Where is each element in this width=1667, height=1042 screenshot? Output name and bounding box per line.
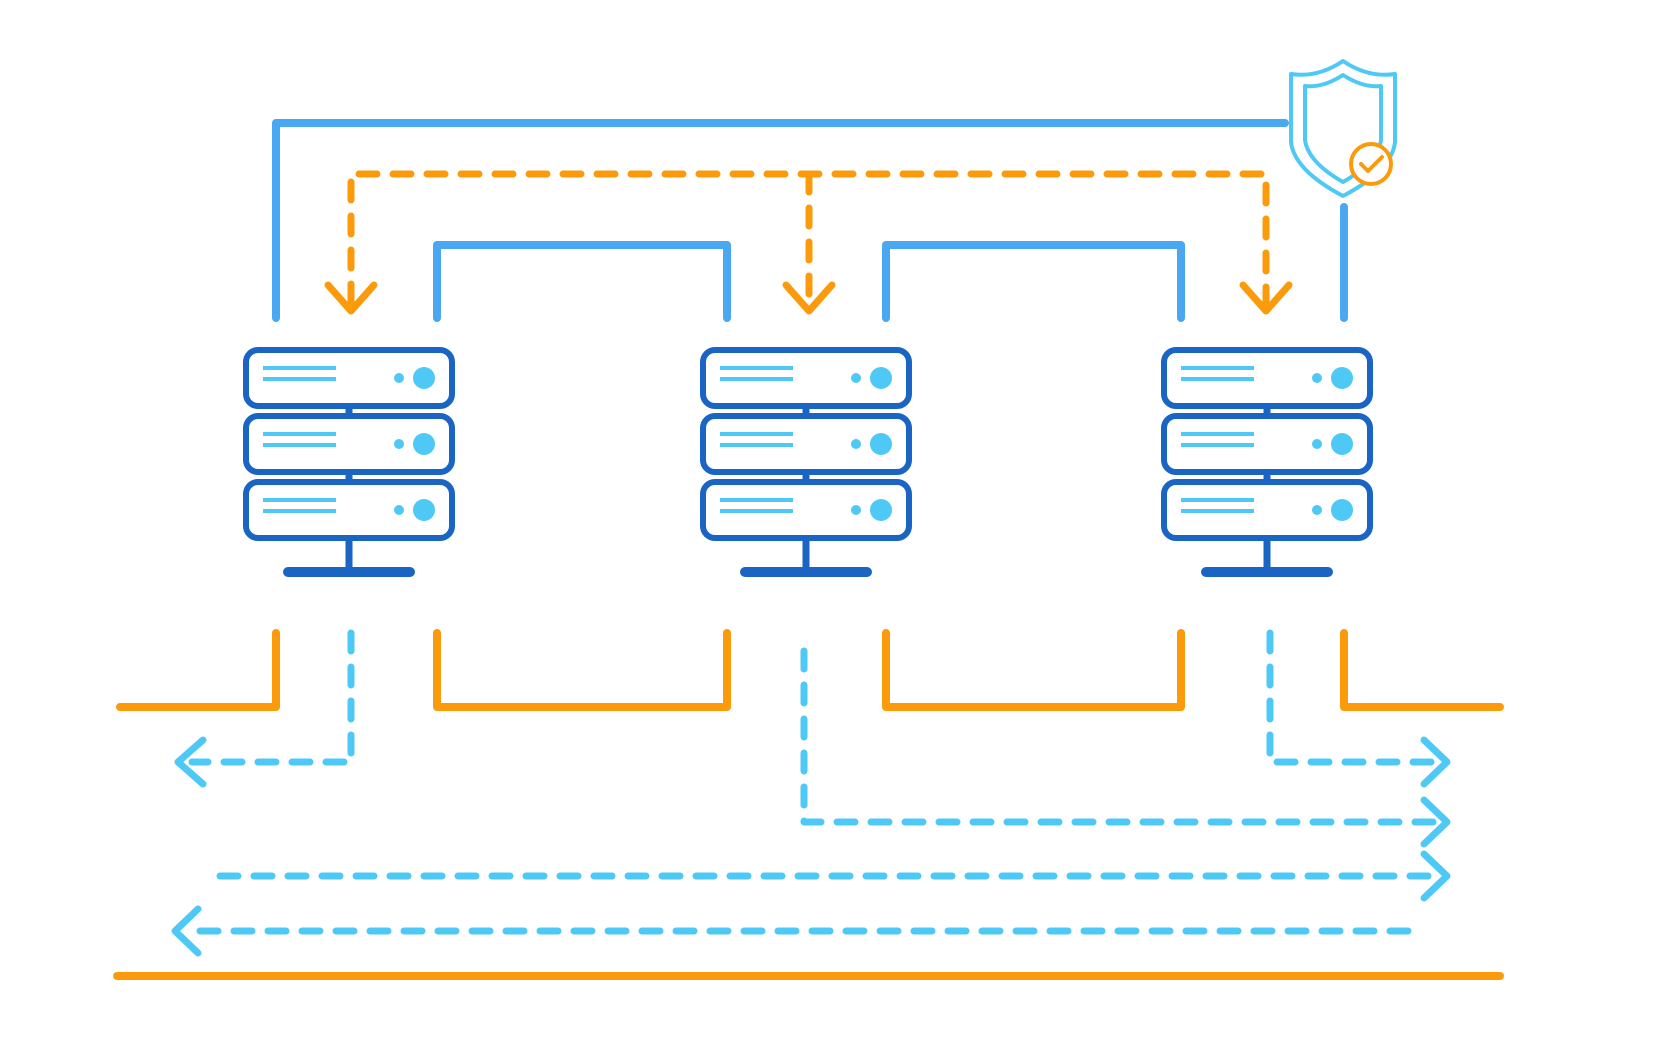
blue-flow-right-2 (800, 647, 1444, 826)
arrow-down-icon (782, 281, 836, 315)
orange-link-server1-server2 (433, 629, 731, 711)
arrow-right-icon (1420, 796, 1451, 848)
orange-left-stub (116, 629, 280, 711)
orange-link-server2-server3 (882, 629, 1185, 711)
server-3 (1164, 350, 1370, 572)
bottom-dashed-blue-links (171, 629, 1451, 957)
server-rack-icon (703, 350, 909, 572)
shield-icon (1289, 59, 1397, 198)
arrow-left-icon (171, 905, 202, 957)
bottom-solid-orange-links (113, 629, 1504, 980)
arrow-right-icon (1420, 736, 1451, 788)
link-server1-to-server2 (433, 241, 731, 322)
server-rack-icon (246, 350, 452, 572)
top-solid-links (272, 119, 1348, 322)
arrow-down-icon (324, 281, 378, 315)
blue-flow-left-1 (188, 629, 355, 766)
arrow-right-icon (1420, 850, 1451, 902)
arrow-down-icon (1239, 281, 1293, 315)
top-dashed-orange-links (324, 170, 1293, 315)
server-1 (246, 350, 452, 572)
orange-right-stub (1340, 629, 1504, 711)
check-badge-icon (1349, 142, 1393, 186)
server-rack-icon (1164, 350, 1370, 572)
blue-flow-right-1 (1266, 629, 1444, 766)
link-server2-to-server3 (882, 241, 1185, 322)
server-2 (703, 350, 909, 572)
link-server1-to-shield (272, 119, 1289, 322)
arrow-left-icon (174, 736, 207, 788)
